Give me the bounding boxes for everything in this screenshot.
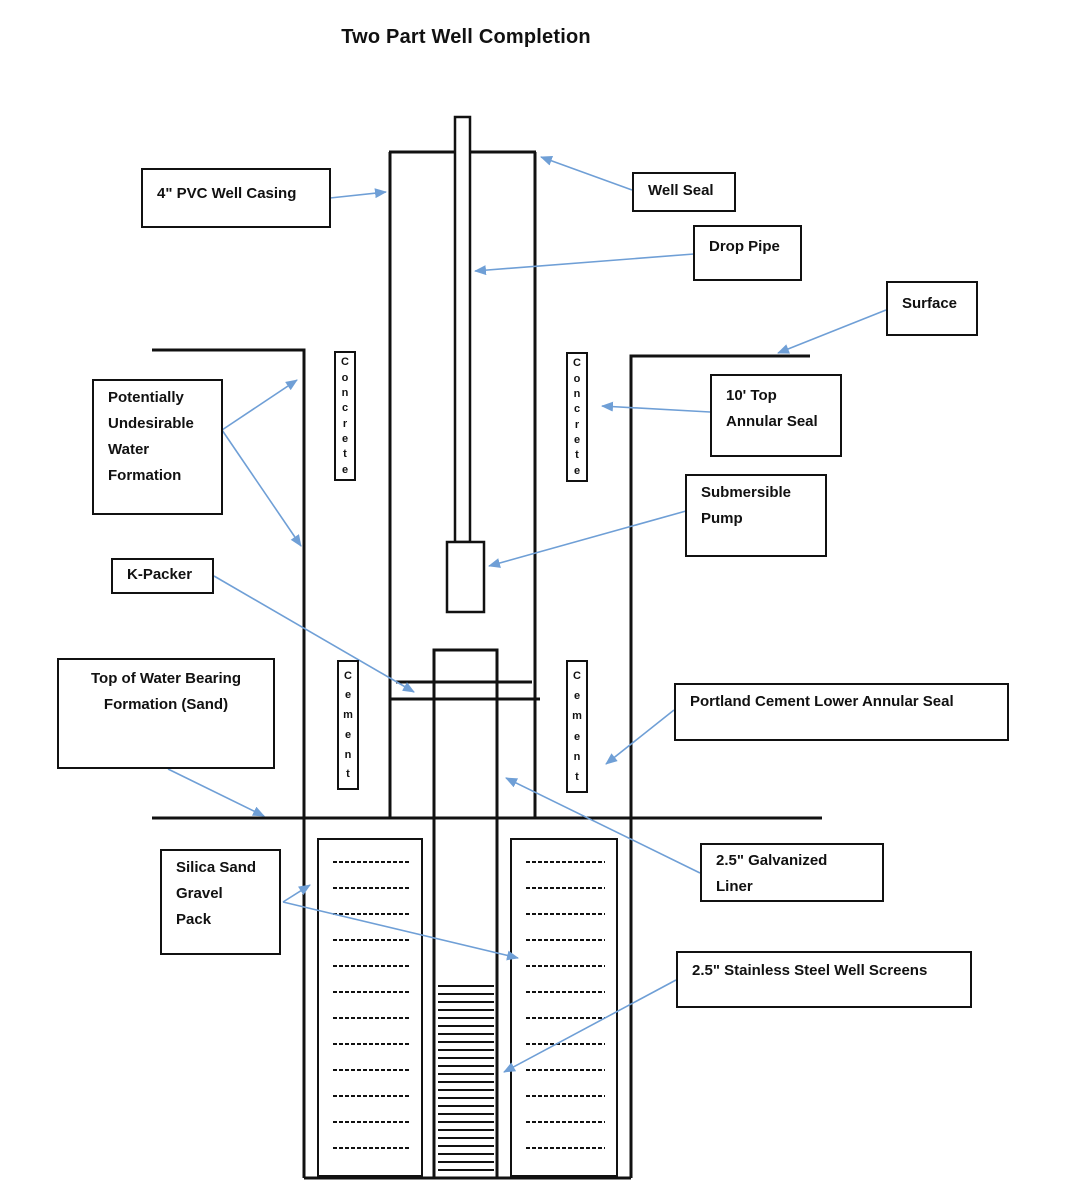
arrow-surface bbox=[777, 309, 887, 354]
vertical-label-letter: c bbox=[573, 403, 581, 416]
stainless-well-screen bbox=[438, 985, 494, 1171]
vertical-label-letter: c bbox=[341, 402, 349, 415]
drop-pipe bbox=[453, 115, 472, 544]
vertical-label-letter: e bbox=[573, 690, 581, 703]
lower-annular-seal-callout: Portland Cement Lower Annular Seal bbox=[674, 683, 1009, 741]
k-packer-callout: K-Packer bbox=[111, 558, 214, 594]
galvanized-liner bbox=[432, 648, 499, 1178]
arrow-gravel-left bbox=[282, 884, 311, 903]
arrow-formation-upper bbox=[221, 379, 298, 431]
undesirable-formation-callout: Potentially Undesirable Water Formation bbox=[92, 379, 223, 515]
arrow-well-screens bbox=[503, 979, 677, 1073]
vertical-label-letter: e bbox=[573, 464, 581, 477]
well-seal-callout: Well Seal bbox=[632, 172, 736, 212]
vertical-label-letter: e bbox=[344, 728, 352, 741]
water-bearing-callout: Top of Water Bearing Formation (Sand) bbox=[57, 658, 275, 769]
vertical-label-letter: r bbox=[342, 417, 348, 430]
well-screens-callout: 2.5" Stainless Steel Well Screens bbox=[676, 951, 972, 1008]
vertical-label-letter: e bbox=[573, 730, 581, 743]
vertical-label-letter: C bbox=[341, 356, 349, 369]
vertical-label-letter: C bbox=[573, 357, 581, 370]
arrow-drop-pipe bbox=[474, 253, 695, 276]
ground-lines bbox=[152, 348, 822, 1180]
k-packer-lines bbox=[390, 680, 540, 701]
arrow-galvanized-liner bbox=[505, 777, 701, 874]
gravel-pack-dashes bbox=[333, 861, 605, 1149]
vertical-label-letter: m bbox=[572, 710, 582, 723]
vertical-label-letter: e bbox=[341, 463, 349, 476]
vertical-label-letter: t bbox=[575, 449, 579, 462]
surface-callout: Surface bbox=[886, 281, 978, 336]
arrow-gravel-right bbox=[282, 901, 519, 961]
gravel-pack-panels bbox=[317, 838, 618, 1177]
submersible-pump-callout: Submersible Pump bbox=[685, 474, 827, 557]
right-borehole-wall bbox=[629, 354, 810, 1178]
vertical-label-letter: o bbox=[341, 371, 349, 384]
vertical-label-letter: C bbox=[344, 669, 352, 682]
arrow-top-annular-seal bbox=[601, 401, 711, 413]
vertical-label-letter: t bbox=[346, 768, 350, 781]
vertical-label-letter: e bbox=[341, 432, 349, 445]
vertical-label-letter: m bbox=[343, 709, 353, 722]
vertical-label-letter: e bbox=[344, 689, 352, 702]
callout-arrows bbox=[167, 156, 887, 1073]
top-annular-seal-callout: 10' Top Annular Seal bbox=[710, 374, 842, 457]
gravel-pack-left bbox=[317, 838, 423, 1177]
galvanized-liner-callout: 2.5" Galvanized Liner bbox=[700, 843, 884, 902]
vertical-label-letter: n bbox=[341, 386, 349, 399]
gravel-pack-right bbox=[510, 838, 618, 1177]
vertical-label-letter: r bbox=[574, 418, 580, 431]
vertical-label-letter: C bbox=[573, 670, 581, 683]
pvc-casing-callout: 4" PVC Well Casing bbox=[141, 168, 331, 228]
arrow-k-packer bbox=[213, 575, 415, 693]
arrow-lower-annular-seal bbox=[605, 709, 675, 765]
vertical-label-letter: n bbox=[573, 387, 581, 400]
vertical-label-letter: e bbox=[573, 433, 581, 446]
gravel-pack-callout: Silica Sand Gravel Pack bbox=[160, 849, 281, 955]
arrow-pump bbox=[488, 510, 687, 568]
left-borehole-wall bbox=[152, 348, 306, 1178]
vertical-label-letter: n bbox=[344, 748, 352, 761]
arrow-casing bbox=[329, 188, 387, 199]
submersible-pump bbox=[445, 540, 486, 614]
vertical-label-letter: n bbox=[573, 750, 581, 763]
vertical-label-letter: t bbox=[575, 770, 579, 783]
drop-pipe-callout: Drop Pipe bbox=[693, 225, 802, 281]
arrow-well-seal bbox=[540, 156, 633, 191]
arrow-formation-lower bbox=[221, 429, 302, 547]
drop-pipe-assembly bbox=[445, 115, 486, 614]
vertical-label-letter: t bbox=[343, 448, 347, 461]
arrow-water-bearing bbox=[167, 768, 265, 817]
diagram-title: Two Part Well Completion bbox=[341, 26, 591, 48]
vertical-label-letter: o bbox=[573, 372, 581, 385]
